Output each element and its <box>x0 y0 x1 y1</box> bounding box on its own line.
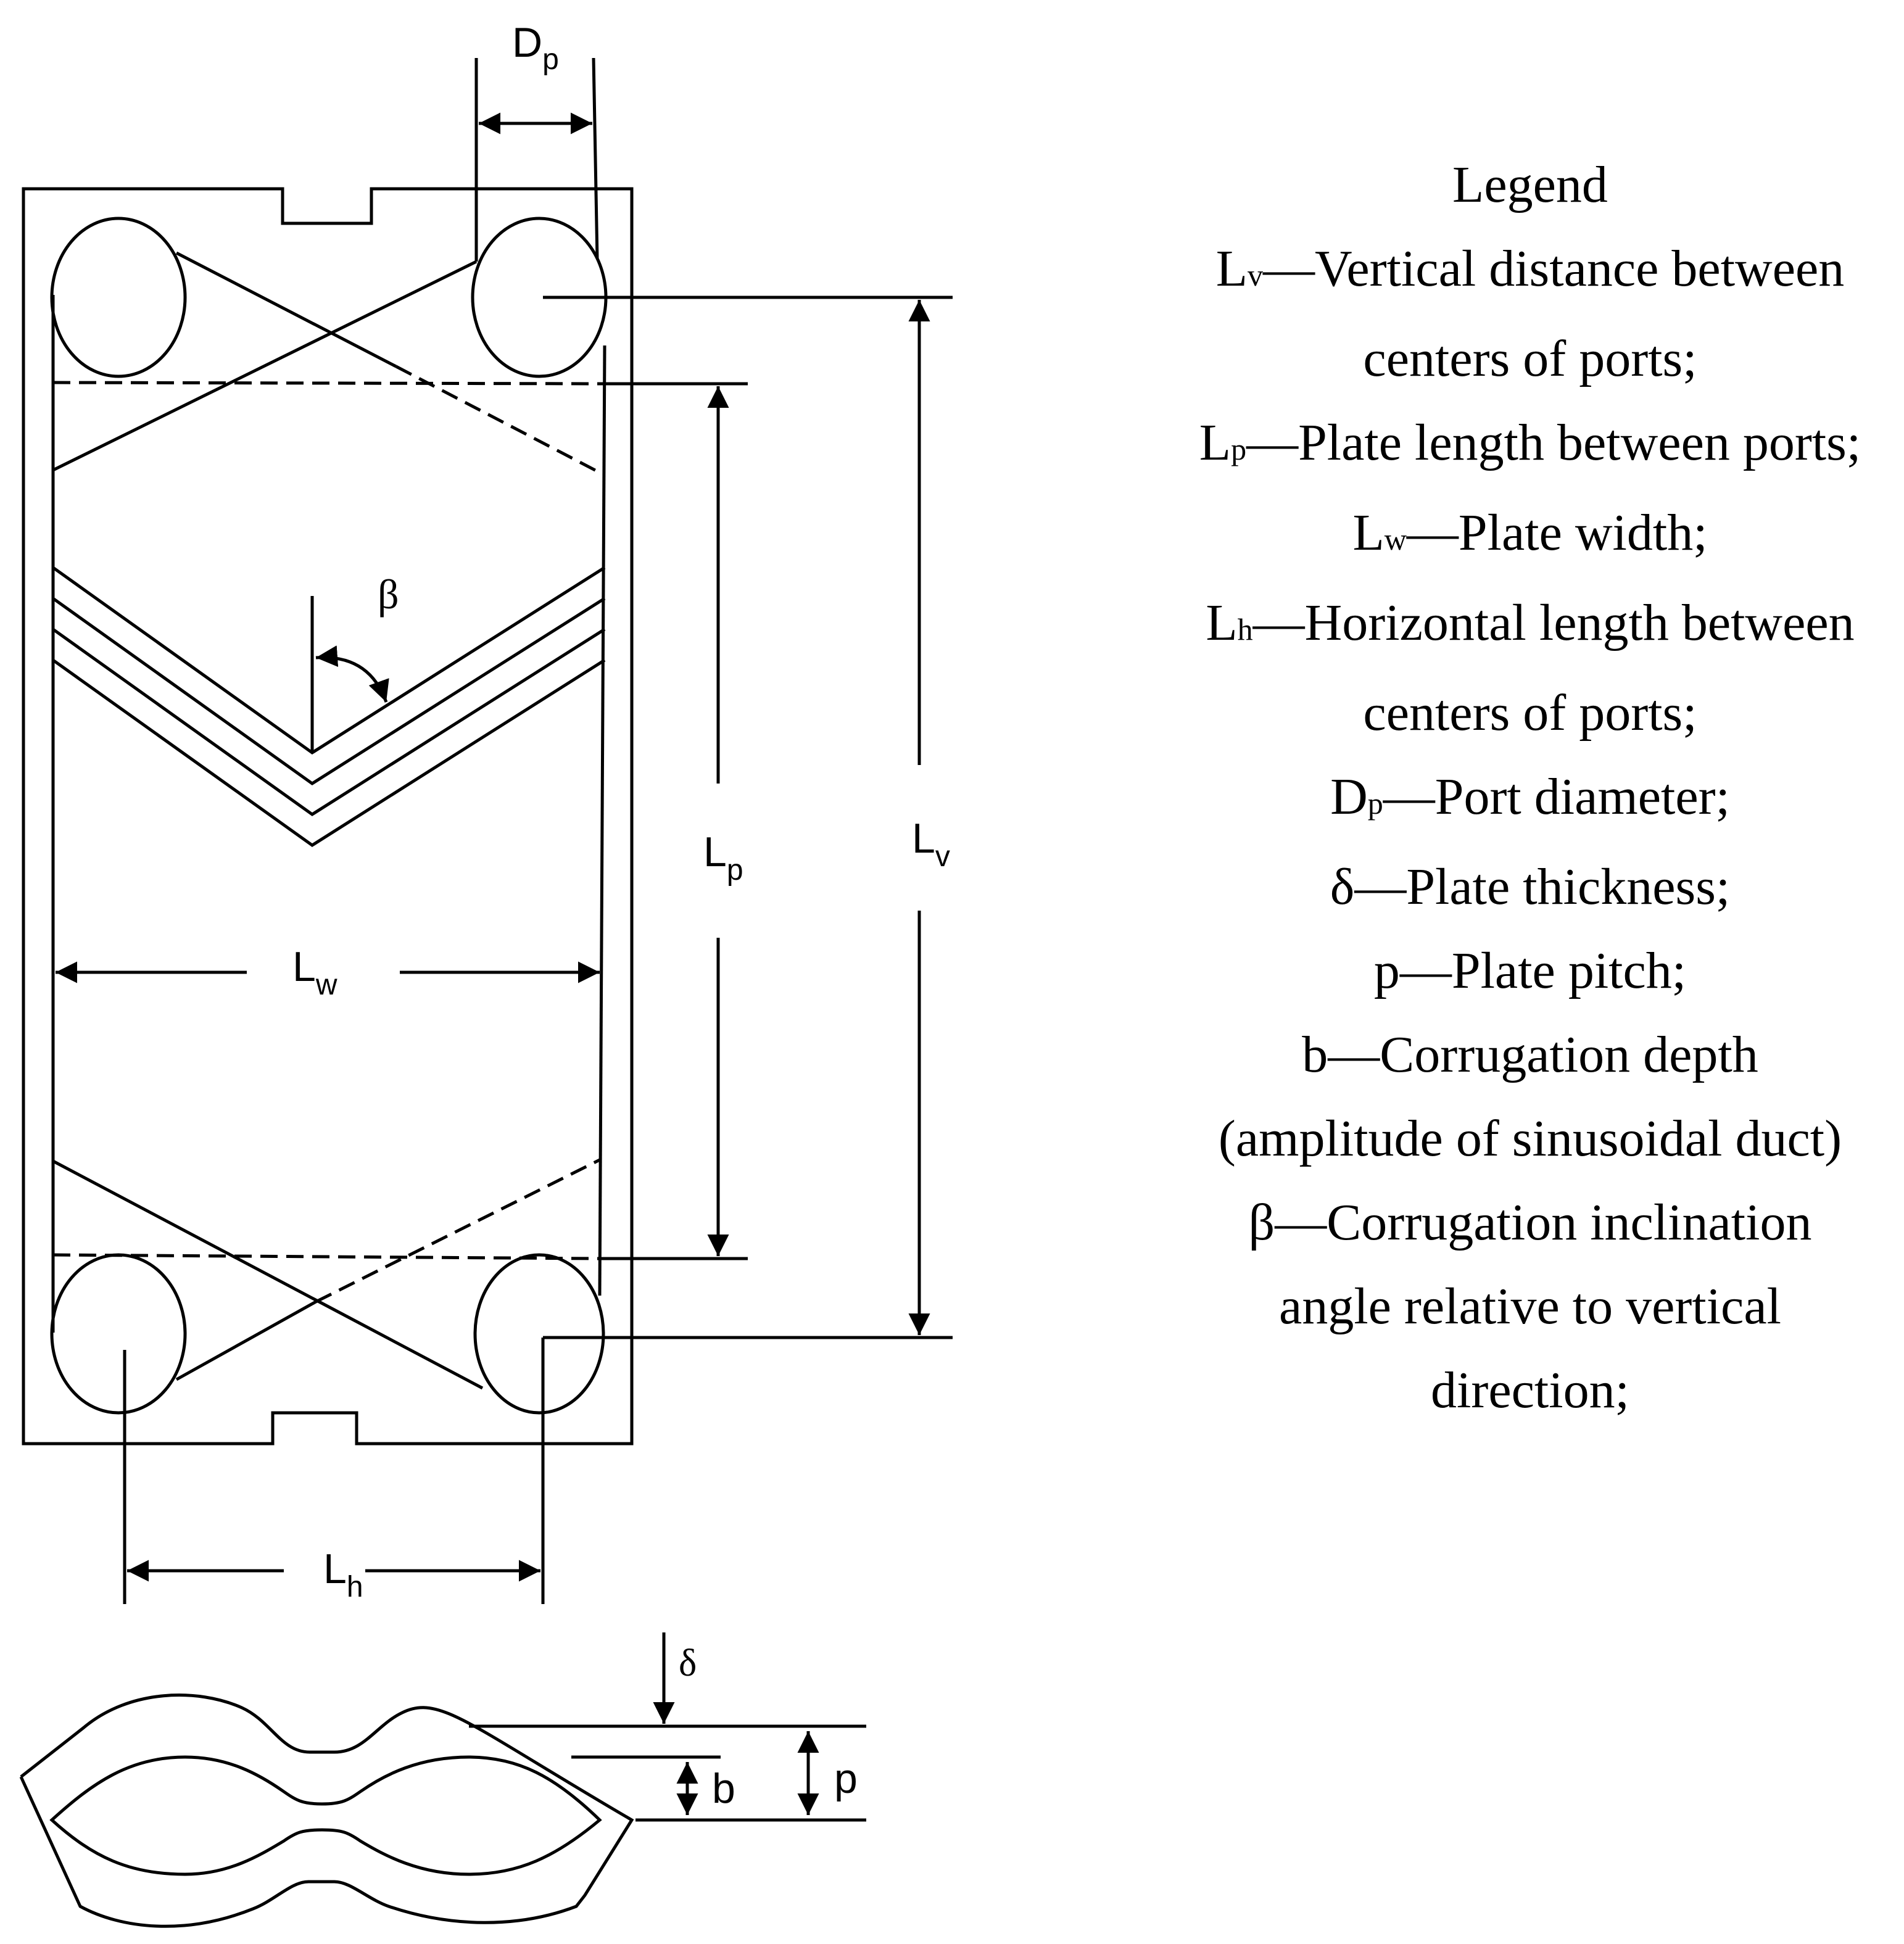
upper-distribution-line <box>52 260 478 472</box>
legend-item-delta: δ—Plate thickness; <box>1330 858 1731 916</box>
upper-distribution-dashed <box>395 365 603 476</box>
legend-item-b: b—Corrugation depth <box>1302 1026 1758 1083</box>
legend-item-dp: Dp—Port diameter; <box>1330 768 1730 825</box>
port-top-left <box>50 217 187 378</box>
legend: Legend Lv—Vertical distance between cent… <box>1160 143 1900 1433</box>
legend-item-lv: Lv—Vertical distance between <box>1215 240 1845 297</box>
port-bottom-right <box>473 1253 605 1415</box>
upper-distribution-line <box>175 251 397 368</box>
legend-item-beta-cont: angle relative to vertical <box>1279 1278 1781 1335</box>
chevron-line <box>52 627 606 817</box>
p-label: p <box>834 1755 858 1802</box>
lw-label: Lw <box>292 943 337 1001</box>
beta-label: β <box>378 571 399 618</box>
chevron-line <box>52 566 606 755</box>
duct-inner-wall <box>49 1755 602 1876</box>
legend-item-lh-cont: centers of ports; <box>1363 684 1697 742</box>
legend-item-lw: Lw—Plate width; <box>1352 504 1708 561</box>
b-label: b <box>712 1765 735 1812</box>
legend-item-lv-cont: centers of ports; <box>1363 330 1697 387</box>
legend-title: Legend <box>1452 156 1608 213</box>
lp-label: Lp <box>703 829 743 887</box>
legend-item-b-cont: (amplitude of sinusoidal duct) <box>1218 1110 1842 1167</box>
chevron-line <box>52 597 606 786</box>
legend-item-beta: β—Corrugation inclination <box>1248 1194 1812 1251</box>
gasket-bottom-dashed <box>52 1253 600 1260</box>
port-bottom-left <box>50 1253 187 1415</box>
lower-distribution-line <box>175 1300 317 1381</box>
lh-label: Lh <box>323 1545 363 1603</box>
beta-arc-arrow <box>315 645 389 703</box>
duct-outer-wall <box>19 1694 634 1928</box>
chevron-line <box>52 658 606 848</box>
legend-item-beta-cont2: direction; <box>1431 1362 1629 1419</box>
gasket-right <box>598 345 606 1296</box>
legend-item-lp: Lp—Plate length between ports; <box>1199 414 1861 471</box>
lower-distribution-dashed <box>315 1158 601 1304</box>
delta-label: δ <box>679 1642 697 1684</box>
gasket-top-dashed <box>52 381 605 386</box>
lv-label: Lv <box>912 815 950 873</box>
plate-outline <box>22 187 634 1446</box>
legend-item-lh: Lh—Horizontal length between <box>1206 594 1855 651</box>
dp-label: Dp <box>512 19 559 76</box>
lower-distribution-line <box>52 1159 484 1390</box>
dp-extension-right <box>592 57 599 260</box>
legend-item-p: p—Plate pitch; <box>1373 942 1687 999</box>
